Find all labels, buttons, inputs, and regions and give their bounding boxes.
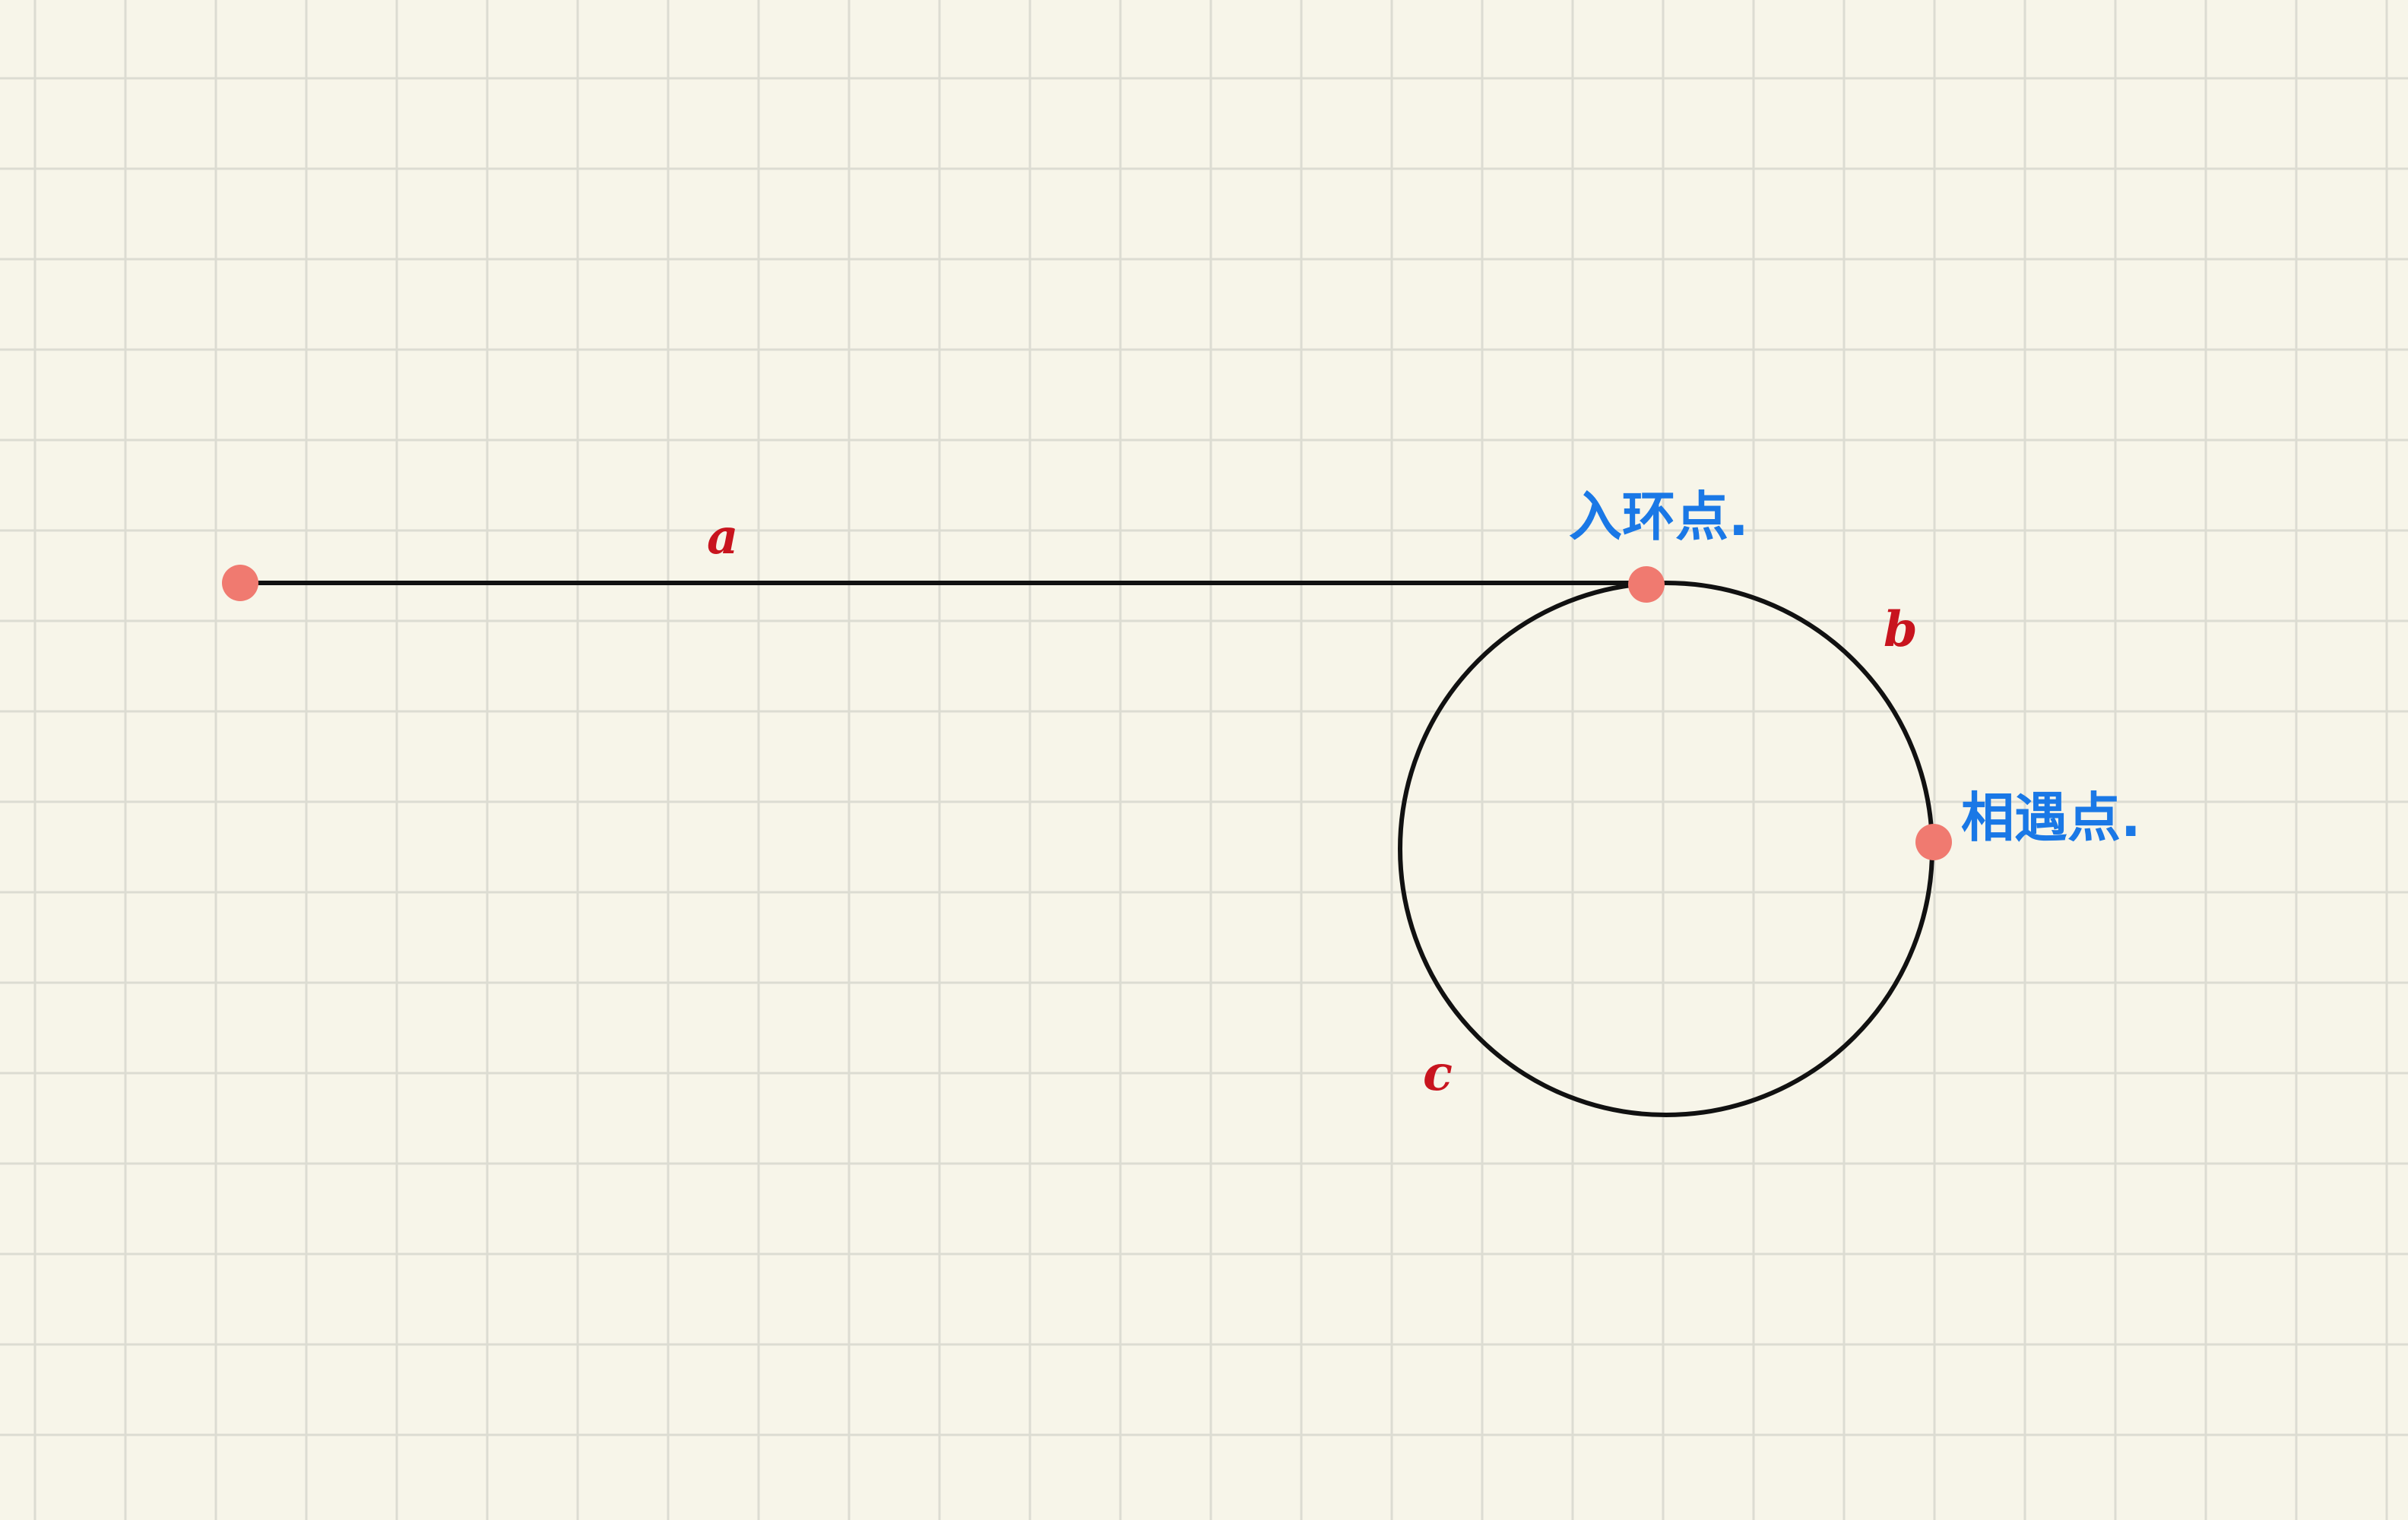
start-point [222,565,258,601]
label-entry-point: 入环点. [1569,486,1749,548]
entry-point [1628,566,1665,603]
label-a: a [707,508,738,565]
label-b: b [1884,601,1918,658]
meeting-point [1915,824,1952,860]
cycle-circle [1398,581,1934,1117]
label-meeting-point: 相遇点. [1961,787,2141,849]
label-c: c [1423,1045,1453,1102]
